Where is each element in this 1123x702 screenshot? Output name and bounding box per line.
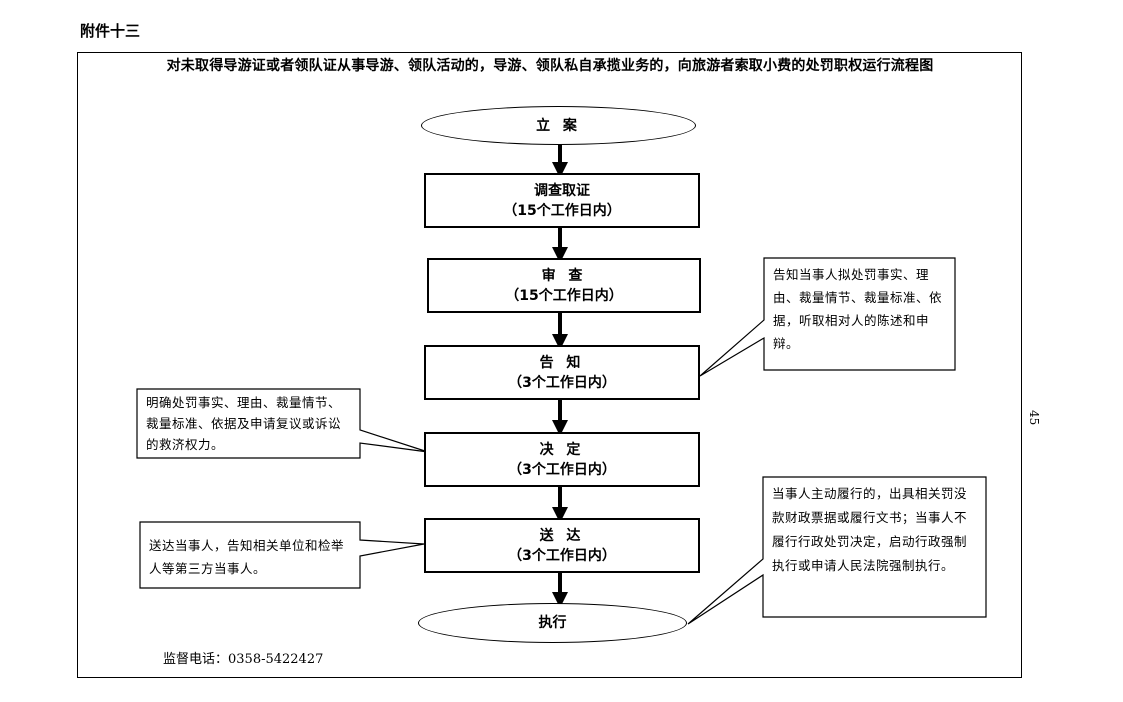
note-decision: 明确处罚事实、理由、裁量情节、裁量标准、依据及申请复议或诉讼的救济权力。 bbox=[146, 395, 342, 452]
step-title: 决 定 bbox=[539, 441, 585, 458]
end-label: 执行 bbox=[538, 615, 567, 631]
step-duration: （3个工作日内） bbox=[508, 374, 616, 391]
step-title: 告 知 bbox=[539, 354, 585, 371]
supervision-phone: 监督电话：0358-5422427 bbox=[163, 652, 324, 667]
step-investigate: 调查取证 （15个工作日内） bbox=[424, 173, 700, 228]
step-duration: （3个工作日内） bbox=[508, 547, 616, 564]
step-title: 送 达 bbox=[539, 527, 585, 544]
step-duration: （15个工作日内） bbox=[503, 202, 621, 219]
callout-inform bbox=[699, 257, 956, 377]
note-inform: 告知当事人拟处罚事实、理由、裁量情节、裁量标准、依据，听取相对人的陈述和申辩。 bbox=[773, 267, 943, 351]
note-delivery: 送达当事人，告知相关单位和检举人等第三方当事人。 bbox=[149, 538, 345, 576]
document-frame bbox=[77, 52, 1022, 678]
end-node: 执行 bbox=[418, 603, 687, 643]
start-label: 立 案 bbox=[536, 117, 581, 134]
step-duration: （15个工作日内） bbox=[505, 287, 623, 304]
step-inform: 告 知 （3个工作日内） bbox=[424, 345, 700, 400]
start-node: 立 案 bbox=[421, 106, 696, 145]
step-delivery: 送 达 （3个工作日内） bbox=[424, 518, 700, 573]
page-title: 对未取得导游证或者领队证从事导游、领队活动的，导游、领队私自承揽业务的，向旅游者… bbox=[166, 58, 934, 74]
step-title: 审 查 bbox=[541, 267, 587, 284]
note-execution: 当事人主动履行的，出具相关罚没款财政票据或履行文书；当事人不履行行政处罚决定，启… bbox=[772, 486, 968, 573]
attachment-label: 附件十三 bbox=[80, 22, 141, 40]
callout-delivery bbox=[139, 521, 425, 589]
page-number: 45 bbox=[1027, 410, 1041, 426]
step-review: 审 查 （15个工作日内） bbox=[427, 258, 701, 313]
callout-decision bbox=[136, 388, 429, 459]
step-title: 调查取证 bbox=[534, 182, 590, 199]
callout-execution bbox=[687, 476, 987, 625]
step-decision: 决 定 （3个工作日内） bbox=[424, 432, 700, 487]
step-duration: （3个工作日内） bbox=[508, 461, 616, 478]
